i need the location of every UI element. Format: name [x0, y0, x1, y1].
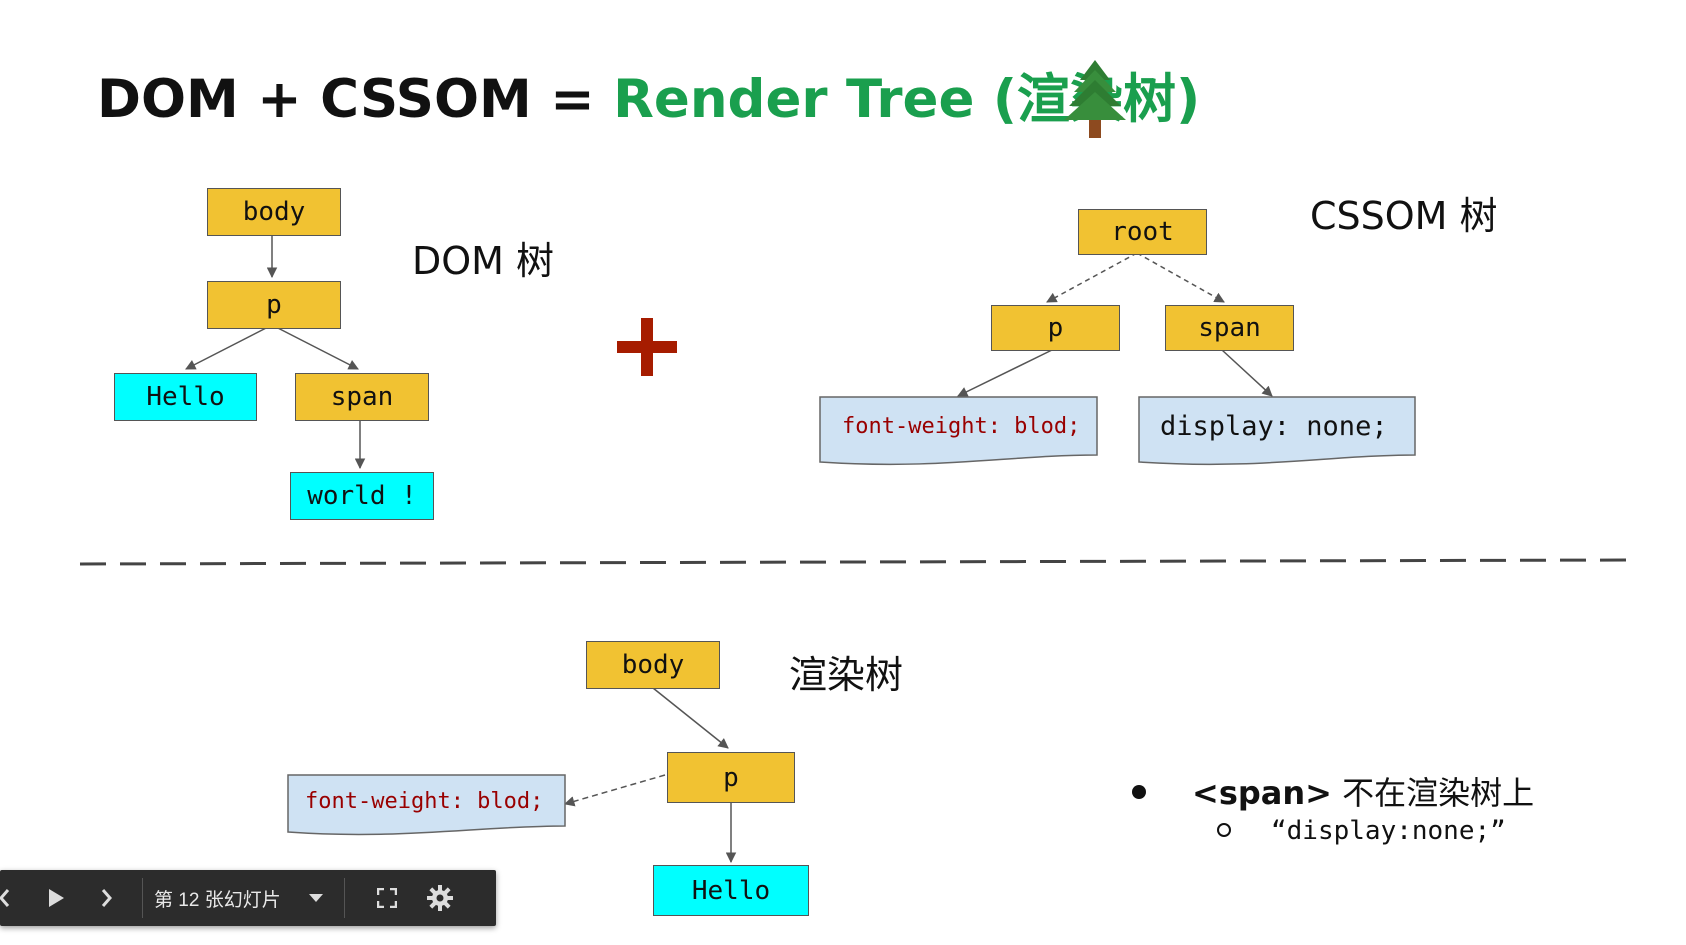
dom-node-world: world !: [290, 472, 434, 520]
title-prefix: DOM + CSSOM =: [97, 69, 614, 130]
edge-p-span: [271, 324, 359, 370]
chevron-left-icon: [0, 889, 10, 907]
play-button[interactable]: [40, 870, 72, 926]
dom-node-span: span: [295, 373, 429, 421]
cssom-rule-p-shape: [819, 396, 1098, 466]
edge-p-hello: [185, 324, 273, 370]
dom-node-p: p: [207, 281, 341, 329]
render-rule-shape: [287, 774, 566, 836]
next-slide-button[interactable]: [92, 870, 122, 926]
cssom-node-root: root: [1078, 209, 1207, 255]
render-node-hello: Hello: [653, 865, 809, 916]
cssom-tree-label: CSSOM 树: [1310, 194, 1498, 238]
note-main-text: 不在渲染树上: [1331, 774, 1535, 812]
fullscreen-icon: [377, 888, 397, 908]
gear-icon: [427, 885, 453, 911]
edge-root-p: [1046, 252, 1138, 303]
edge-p-rule: [957, 349, 1053, 397]
caret-down-icon: [309, 894, 323, 902]
edge-root-span: [1136, 252, 1225, 303]
previous-slide-button[interactable]: [0, 870, 16, 926]
render-edge-p-rule: [563, 774, 666, 807]
cssom-rule-span: display: none;: [1160, 411, 1388, 442]
dom-tree-label: DOM 树: [412, 239, 555, 283]
cssom-rule-p: font-weight: blod;: [842, 414, 1081, 439]
toolbar-separator: [344, 878, 345, 918]
cssom-node-span: span: [1165, 305, 1294, 351]
section-divider: [79, 558, 1631, 566]
render-tree-label: 渲染树: [789, 653, 904, 697]
evergreen-tree-icon: [1064, 60, 1126, 138]
note-sub-text: “display:none;”: [1271, 816, 1506, 846]
dom-node-body: body: [207, 188, 341, 236]
render-node-body: body: [586, 641, 720, 689]
settings-button[interactable]: [420, 870, 460, 926]
bullet-dot-icon: [1132, 785, 1146, 799]
render-node-p: p: [667, 752, 795, 803]
toolbar-separator: [142, 878, 143, 918]
render-edge-body-p: [652, 687, 729, 749]
note-bullet-sub: “display:none;”: [1217, 816, 1506, 846]
cssom-node-p: p: [991, 305, 1120, 351]
edge-span-rule: [1221, 349, 1273, 397]
presentation-toolbar: 第 12 张幻灯片: [0, 870, 496, 926]
plus-icon: [617, 318, 677, 378]
fullscreen-button[interactable]: [370, 870, 404, 926]
render-rule: font-weight: blod;: [305, 789, 544, 814]
dom-node-hello: Hello: [114, 373, 257, 421]
bullet-circle-icon: [1217, 822, 1231, 837]
chevron-right-icon: [101, 889, 112, 907]
cssom-rule-span-shape: [1138, 396, 1416, 466]
slide-number-label: 第 12 张幻灯片: [154, 889, 281, 911]
note-span-code: <span>: [1192, 774, 1332, 812]
slide-selector[interactable]: 第 12 张幻灯片: [154, 870, 334, 926]
note-bullet-main: <span> 不在渲染树上: [1132, 768, 1534, 814]
play-icon: [49, 889, 64, 907]
